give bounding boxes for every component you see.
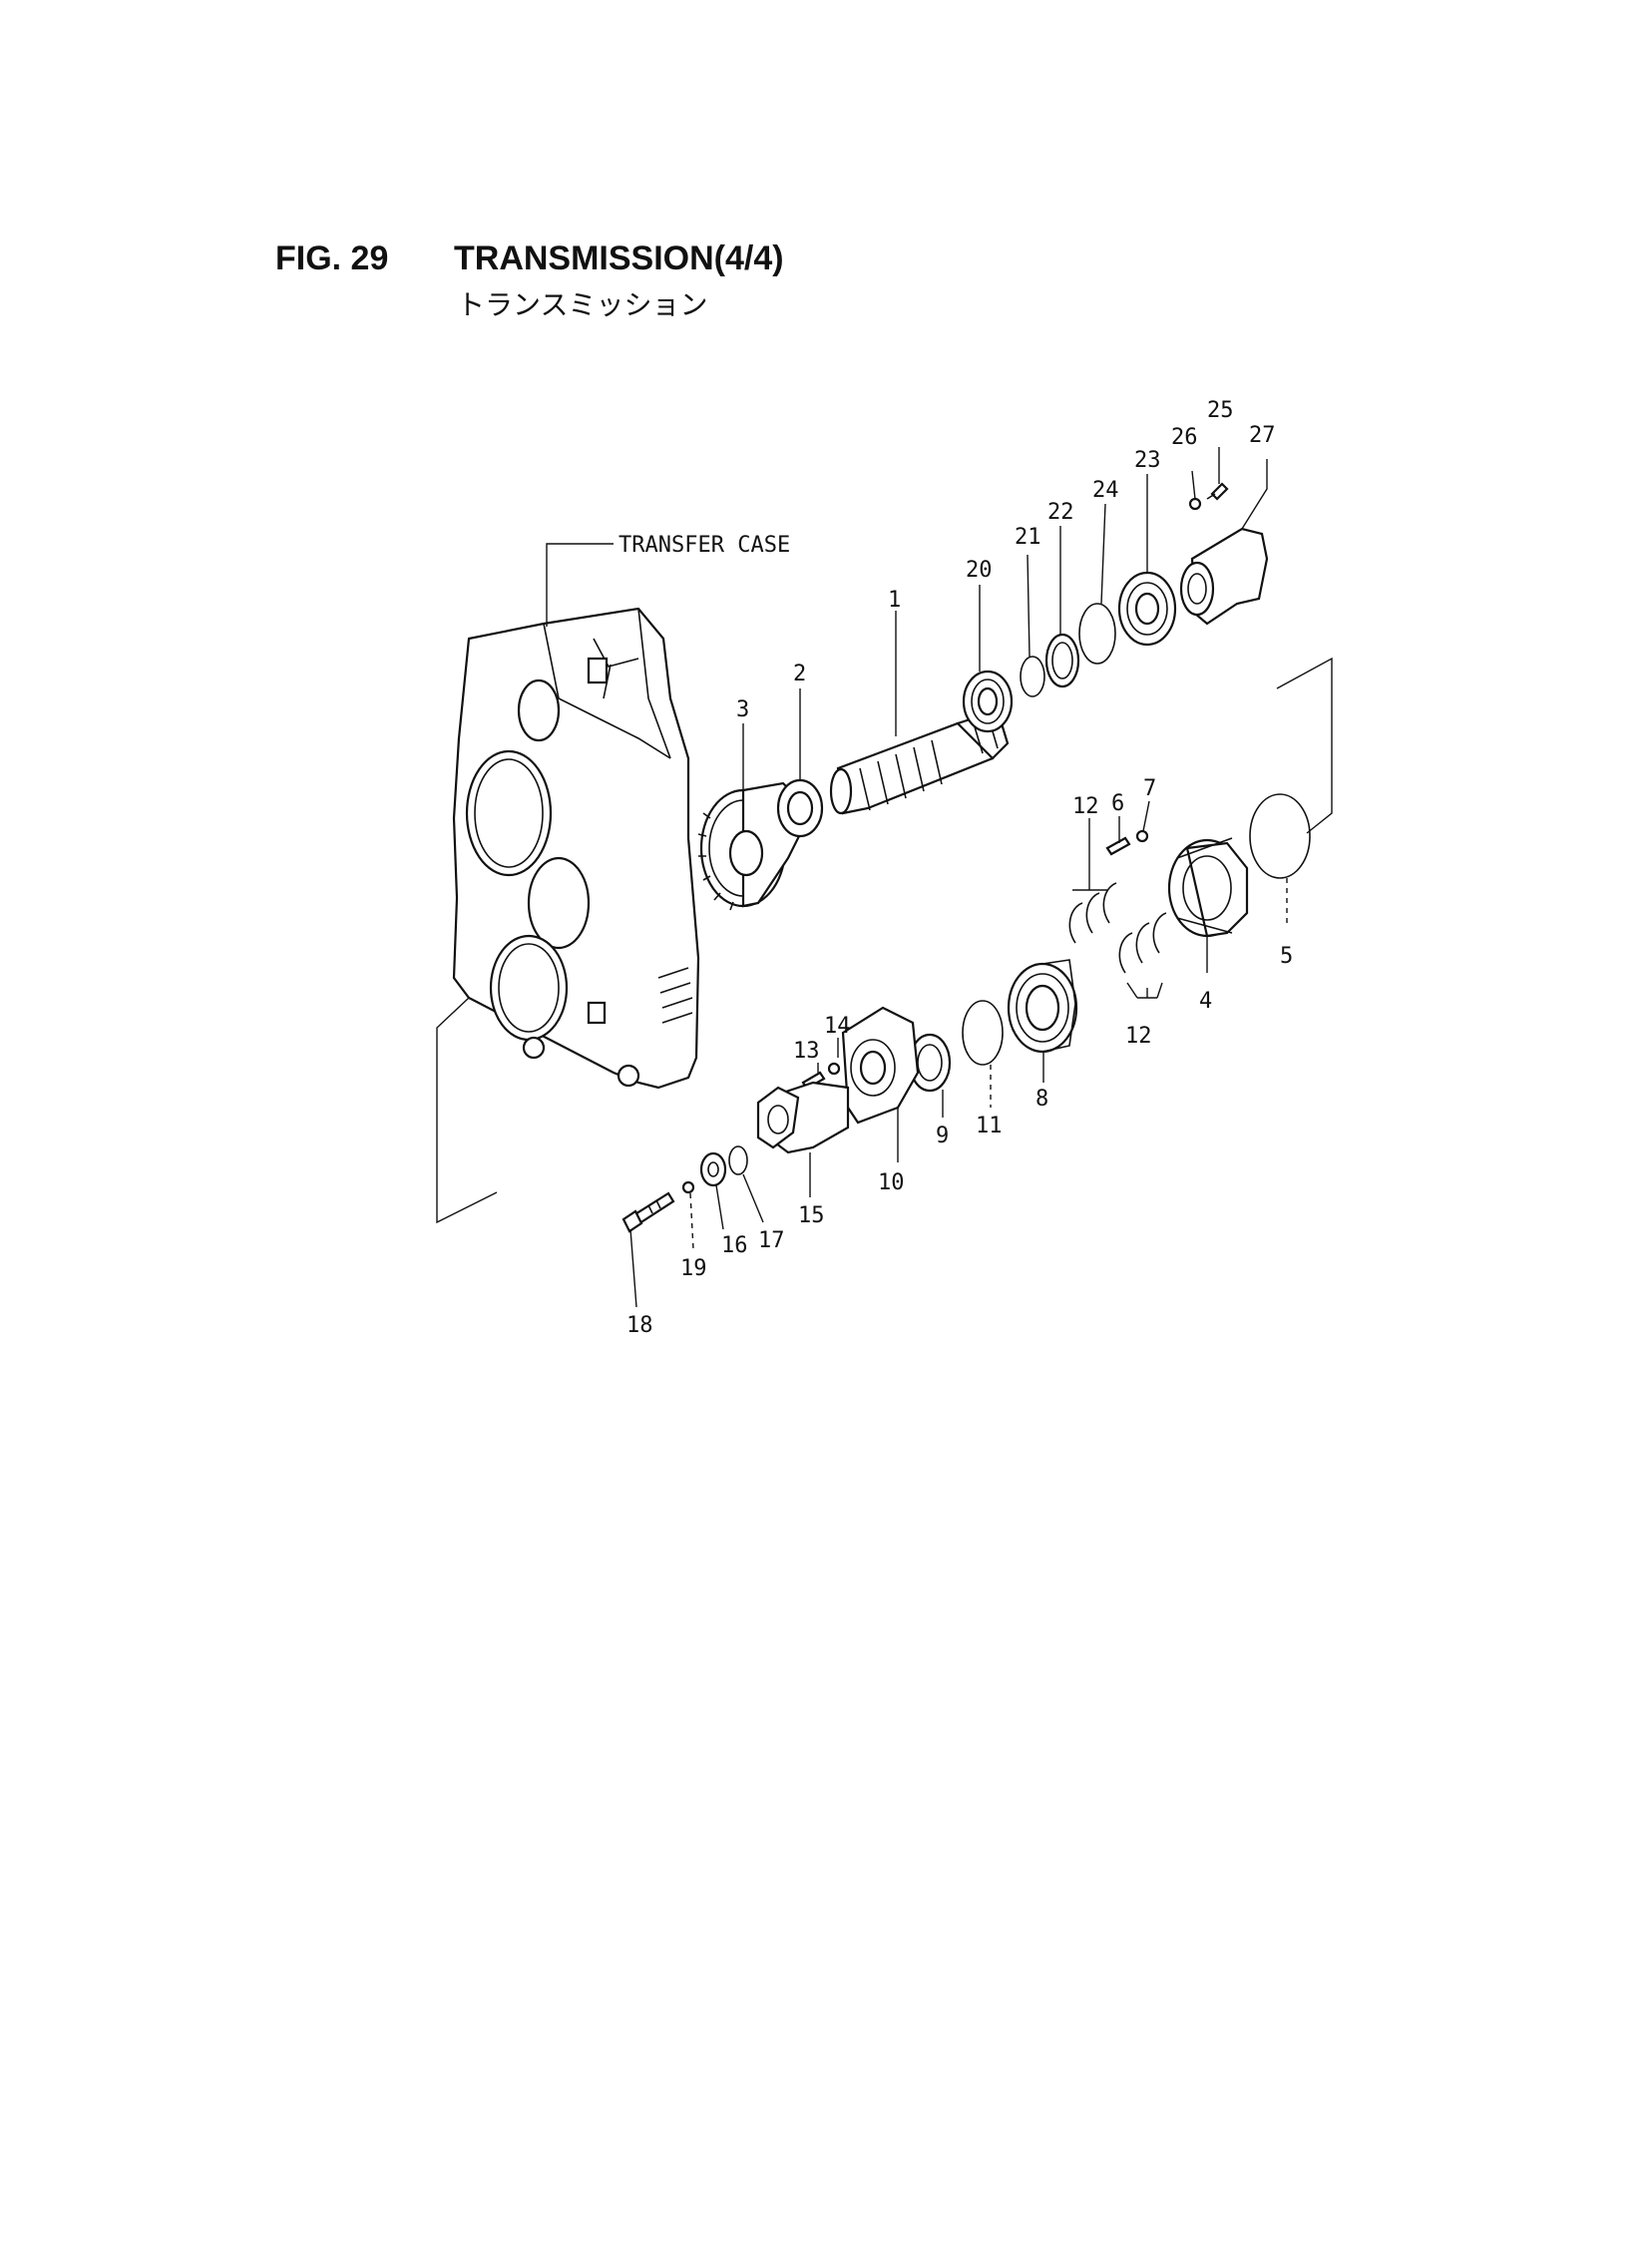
callout-12-upper: 12 [1072,794,1099,819]
figure-subtitle: トランスミッション [457,288,708,321]
part-4-bearing-housing [1167,837,1249,938]
part-7-washer [1135,829,1149,843]
part-12-shims-lower [1118,912,1167,974]
part-19-washer [681,1180,695,1194]
callout-4: 4 [1199,989,1212,1014]
part-14-washer [827,1062,841,1076]
callout-23: 23 [1134,448,1161,473]
figure-title: TRANSMISSION(4/4) [454,239,784,277]
part-17-o-ring [728,1145,748,1175]
callout-7: 7 [1143,776,1156,801]
transfer-case [452,607,700,1090]
part-10-cover [841,1006,920,1125]
part-26-washer [1188,497,1202,511]
part-23-retainer [1117,571,1177,647]
part-11-o-ring [962,1000,1004,1066]
callout-17: 17 [758,1228,785,1253]
callout-5: 5 [1280,944,1293,969]
part-15-yoke [756,1081,850,1154]
part-24-o-ring [1078,603,1116,665]
callout-labels: 1 2 3 4 5 6 7 8 9 10 11 12 12 13 14 15 1… [626,398,1293,1338]
part-6-bolt [1105,836,1131,856]
callout-9: 9 [936,1124,949,1148]
callout-12-lower: 12 [1125,1024,1152,1049]
callout-19: 19 [680,1256,707,1281]
callout-6: 6 [1111,791,1124,816]
part-20-bearing [962,670,1014,733]
callout-15: 15 [798,1203,825,1228]
callout-13: 13 [793,1039,820,1064]
part-12-shims-upper [1068,882,1117,944]
callout-14: 14 [824,1014,851,1039]
callout-3: 3 [736,697,749,722]
figure-number: FIG. 29 [275,239,389,277]
callout-16: 16 [721,1233,748,1258]
leader-lines [629,447,1288,1308]
part-5-o-ring [1249,793,1311,879]
part-25-bolt [1206,482,1229,501]
part-22-ring [1044,633,1080,688]
callout-18: 18 [626,1313,653,1338]
callout-27: 27 [1249,423,1276,448]
callout-20: 20 [966,558,993,583]
callout-25: 25 [1207,398,1234,423]
callout-21: 21 [1015,525,1041,550]
callout-1: 1 [888,588,901,613]
part-2-seal [776,778,824,838]
callout-11: 11 [976,1114,1003,1138]
transfer-case-label: TRANSFER CASE [619,533,790,558]
callout-22: 22 [1047,500,1074,525]
callout-10: 10 [878,1170,905,1195]
callout-8: 8 [1035,1087,1048,1112]
callout-24: 24 [1092,478,1119,503]
part-21-snap-ring [1020,656,1045,697]
part-16-washer [699,1151,727,1187]
part-27-yoke-flange [1179,527,1269,626]
part-8-bearing [1007,959,1078,1054]
part-18-bolt [621,1191,675,1233]
callout-2: 2 [793,662,806,686]
callout-26: 26 [1171,425,1198,450]
part-9-seal [908,1033,952,1093]
